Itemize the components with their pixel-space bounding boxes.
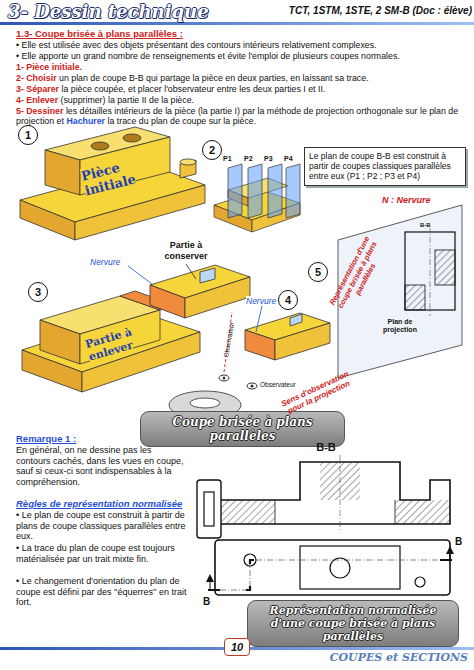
label-text: 1.3- Coupe brisée à plans parallèles : xyxy=(16,28,183,39)
label-text: la trace du plan de coupe sur la pièce. xyxy=(107,116,256,126)
label-text: P4 xyxy=(284,155,293,162)
leader-line xyxy=(128,266,152,284)
label-text: COUPES et SECTIONS xyxy=(330,651,468,664)
text-block: B xyxy=(203,596,215,608)
label-text: 4- Enlever xyxy=(16,95,58,105)
label-text: N : Nervure xyxy=(382,195,431,205)
label-text: 3- Séparer xyxy=(16,84,59,94)
label-text: (supprimer) la partie II de la pièce. xyxy=(61,95,194,105)
plan-view xyxy=(206,540,454,595)
label-text: la pièce coupée, et placer l'observateur… xyxy=(61,84,325,94)
text-block: • Elle apporte un grand nombre de rensei… xyxy=(16,51,466,61)
text-block: B-B xyxy=(420,222,442,229)
label-text: B-B xyxy=(316,441,336,453)
label-text: 1- Pièce initiale. xyxy=(16,62,82,72)
label-text: B-B xyxy=(420,222,431,228)
text-block: 1.3- Coupe brisée à plans parallèles : xyxy=(16,28,316,39)
node-text: 1 xyxy=(25,129,31,141)
label-text: 5- Dessiner xyxy=(16,106,63,116)
node-text: 4 xyxy=(285,294,291,306)
text-block: • Elle est utilisée avec des objets prés… xyxy=(16,40,466,50)
title-banner: Coupe brisée à plans parallèles xyxy=(140,411,345,447)
label-text: • Le plan de coupe est construit à parti… xyxy=(16,510,186,541)
title-banner: Représentation normalisée d'une coupe br… xyxy=(247,600,459,647)
text-block: P1 xyxy=(223,155,237,163)
label-text: P1 xyxy=(223,155,232,162)
small-part xyxy=(197,480,221,538)
text-block: 2- Choisirun plan de coupe B-B qui parta… xyxy=(16,73,466,83)
text-block: Partie à conserver xyxy=(150,240,222,261)
text-block: P2 xyxy=(244,155,258,163)
text-block: TCT, 1STM, 1STE, 2 SM-B (Doc : élève) xyxy=(262,5,472,17)
text-block: B xyxy=(455,536,467,548)
text-block: 1- Pièce initiale. xyxy=(16,62,466,72)
label-text: Règles de représentation normalisée xyxy=(16,498,182,509)
label-text: un plan de coupe B-B qui partage la pièc… xyxy=(59,73,369,83)
node-text: Coupe brisée à plans parallèles xyxy=(172,415,312,443)
label-text: P3 xyxy=(264,155,273,162)
text-block: Observateur xyxy=(260,381,310,389)
label-text: Hachurer xyxy=(66,116,105,126)
text-block: En général, on ne dessine pas les contou… xyxy=(16,445,188,487)
text-block: 4- Enlever(supprimer) la partie II de la… xyxy=(16,95,466,105)
label-text: P2 xyxy=(244,155,253,162)
kept-part-alone xyxy=(245,313,330,360)
label-text: Sens d'observation pour la projection xyxy=(280,369,352,416)
label-text: • Elle est utilisée avec des objets prés… xyxy=(16,40,377,50)
text-block: B-B xyxy=(306,441,346,454)
label-text: B xyxy=(203,596,210,607)
section-view xyxy=(215,455,450,530)
page-title: 3- Dessin technique xyxy=(8,1,209,22)
label-text: Remarque 1 : xyxy=(16,433,76,444)
node-text: 2 xyxy=(209,144,215,156)
callout-number: 5 xyxy=(308,262,328,282)
callout-number: 3 xyxy=(28,282,48,302)
node-text: Représentation normalisée d'une coupe br… xyxy=(270,604,437,643)
label-text: En général, on ne dessine pas les contou… xyxy=(16,445,184,487)
label-text: Plan de projection xyxy=(383,318,417,333)
text-block: Nervure xyxy=(90,257,130,267)
label-text: Observateur xyxy=(222,322,235,358)
text-block: • Le plan de coupe est construit à parti… xyxy=(16,510,192,542)
text-block: Règles de représentation normalisée xyxy=(16,498,191,509)
observer-eye xyxy=(247,383,257,389)
text-block: • Le changement d'orientation du plan de… xyxy=(16,576,192,608)
text-block: 3- Séparerla pièce coupée, et placer l'o… xyxy=(16,84,466,94)
label-text: • Le changement d'orientation du plan de… xyxy=(16,576,186,607)
initial-part xyxy=(20,127,205,240)
page-number: 10 xyxy=(224,638,250,656)
node-text: 3 xyxy=(35,286,41,298)
text-block: COUPES et SECTIONS xyxy=(300,652,468,665)
text-block: Plan de projection xyxy=(378,318,422,335)
text-block: N : Nervure xyxy=(382,195,452,206)
leader-line xyxy=(186,264,196,279)
text-block: P4 xyxy=(284,155,298,163)
leader-line xyxy=(256,306,262,332)
node-text: 5 xyxy=(315,266,321,278)
label-text: • Elle apporte un grand nombre de rensei… xyxy=(16,51,400,61)
kept-part xyxy=(150,265,250,318)
callout-number: 4 xyxy=(278,290,298,310)
label-text: Nervure xyxy=(246,296,276,306)
text-block: Observateur xyxy=(221,315,237,366)
header-rule xyxy=(0,22,474,25)
callout-number: 2 xyxy=(202,140,222,160)
label-text: Partie à conserver xyxy=(164,240,207,261)
cut-planes-part xyxy=(214,164,300,232)
label-text: TCT, 1STM, 1STE, 2 SM-B (Doc : élève) xyxy=(289,5,472,16)
text-block: P3 xyxy=(264,155,278,163)
text-block: • La trace du plan de coupe est toujours… xyxy=(16,543,192,564)
node-text: Le plan de coupe B-B est construit à par… xyxy=(309,151,451,181)
label-text: • La trace du plan de coupe est toujours… xyxy=(16,543,175,564)
text-block: 5- Dessinerles détailles intérieurs de l… xyxy=(16,106,466,127)
label-text: Nervure xyxy=(90,257,120,267)
label-text: Observateur xyxy=(260,381,296,388)
note-box: Le plan de coupe B-B est construit à par… xyxy=(304,147,466,186)
node-text: 10 xyxy=(231,641,243,653)
callout-number: 1 xyxy=(18,125,38,145)
text-block: Remarque 1 : xyxy=(16,433,136,444)
text-block: Nervure xyxy=(246,296,282,306)
label-text: B xyxy=(455,536,462,547)
label-text: 2- Choisir xyxy=(16,73,57,83)
